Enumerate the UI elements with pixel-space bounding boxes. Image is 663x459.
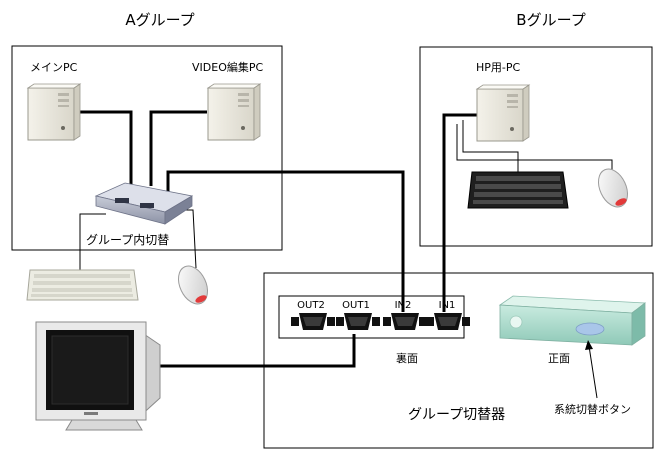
system-button-label: 系統切替ボタン [554,402,631,416]
port-out2-connector [291,313,335,330]
cables [76,110,477,368]
mouse-b-icon [597,168,629,208]
group-b-box [419,46,653,247]
group-switch-label: グループ切替器 [408,407,505,423]
main-pc-label: メインPC [30,61,78,74]
peripheral-cables [79,120,613,278]
port-in1-connector [426,313,470,330]
port-labels: OUT2 OUT1 IN2 IN1 [297,300,455,311]
inner-switch-icon [94,182,194,225]
main-pc-icon [26,83,82,141]
port-label-out1: OUT1 [342,300,370,311]
mouse-a-icon [177,265,209,305]
keyboard-b-icon [467,171,569,209]
keyboard-a-icon [26,269,139,301]
group-switch-front-icon [498,295,647,346]
port-connectors [291,313,470,330]
port-label-out2: OUT2 [297,300,325,311]
video-pc-icon [206,83,262,141]
port-label-in2: IN2 [395,300,412,311]
port-in2-connector [383,313,427,330]
system-button-arrow [585,340,598,399]
group-b-title: Bグループ [516,11,585,29]
group-a-box [11,45,283,251]
port-label-in1: IN1 [439,300,456,311]
back-face-label: 裏面 [396,351,418,365]
video-pc-label: VIDEO編集PC [192,60,263,74]
monitor-icon [35,321,161,431]
inner-switch-label: グループ内切替 [86,233,169,247]
hp-pc-icon [475,84,531,142]
port-out1-connector [336,313,380,330]
front-face-label: 正面 [548,352,570,365]
group-switch-box [263,272,654,449]
group-a-title: Aグループ [125,11,194,29]
hp-pc-label: HP用-PC [476,61,521,74]
